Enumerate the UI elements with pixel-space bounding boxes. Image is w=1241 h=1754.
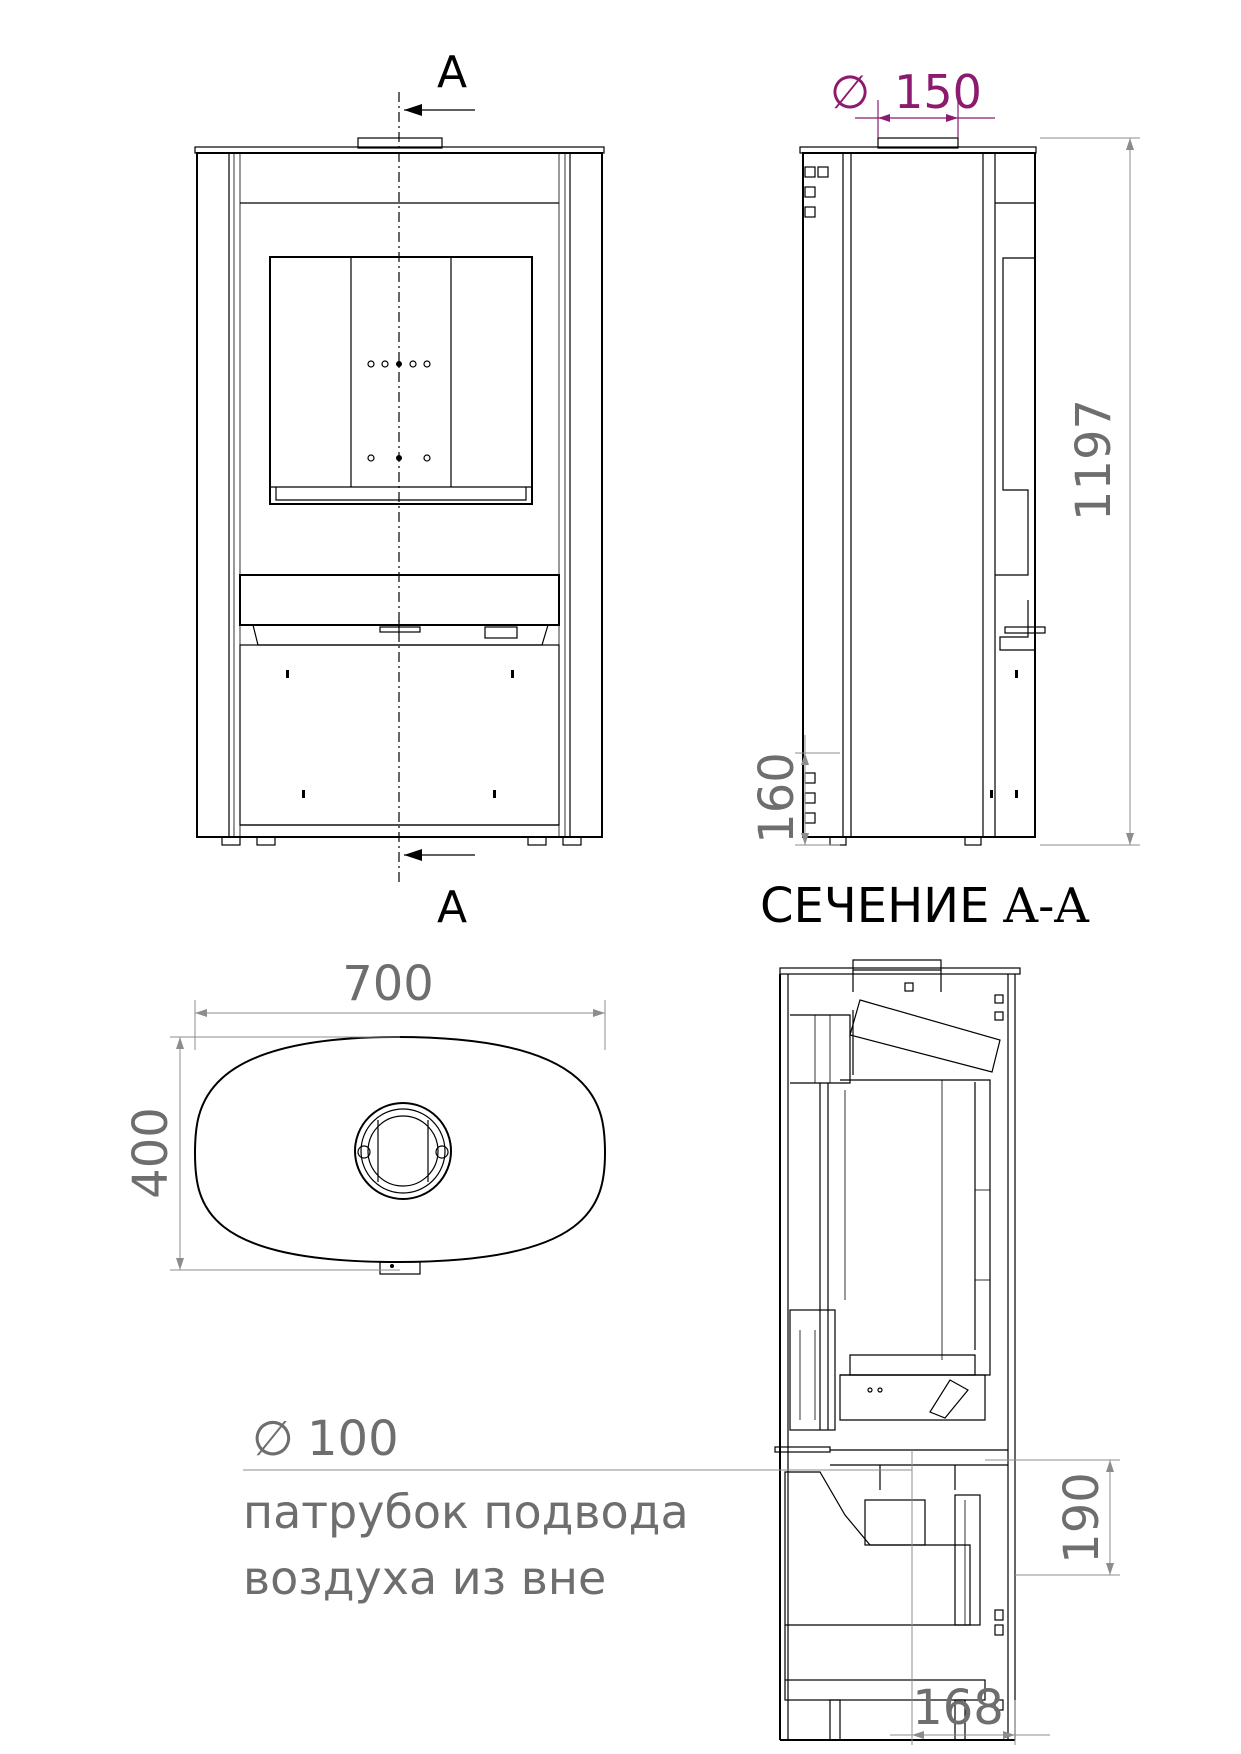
air-inlet-note-line1: патрубок подвода [243,1485,689,1539]
height-value: 1197 [1066,399,1122,521]
front-foot [527,836,547,846]
front-foot [256,836,276,846]
width-dimension [194,1000,606,1050]
front-door-glass [269,256,533,505]
side-body [802,152,1036,838]
air-inlet-height-value: 190 [1054,1472,1110,1564]
section-firebox [840,1079,991,1376]
front-foot [221,836,241,846]
leg-height-dimension [795,735,840,846]
side-foot [829,836,847,846]
air-inlet-offset-value: 168 [912,1680,1004,1736]
section-baffle [849,999,1001,1073]
top-view-air-inlet [379,1261,421,1275]
side-flue-collar [877,137,959,149]
front-foot [562,836,582,846]
side-view [799,137,1046,846]
air-inlet-note-line2: воздуха из вне [243,1551,606,1605]
section-flue-collar [852,959,942,971]
section-air-duct [784,1471,971,1626]
air-inlet-height-dimension [985,1459,1120,1576]
flue-diameter-dimension [855,100,995,138]
section-grate [849,1354,976,1376]
depth-value: 400 [123,1107,179,1199]
width-value: 700 [342,956,434,1012]
leg-height-value: 160 [749,752,805,844]
air-inlet-diameter-value: 100 [307,1411,399,1467]
flue-diameter-symbol: ∅ [830,65,870,119]
section-view [774,959,1021,1741]
side-foot [964,836,982,846]
height-dimension [1040,137,1140,846]
depth-dimension [170,1036,400,1271]
top-view-outline [193,1035,607,1264]
air-inlet-diameter-symbol: ∅ [252,1411,294,1467]
top-view [193,1035,607,1275]
air-inlet-offset-dimension [890,1450,1050,1745]
section-mark-top: A [437,47,467,98]
section-mark-bottom: A [437,882,467,933]
section-top-plate [779,967,1021,975]
flue-diameter-value: 150 [894,65,982,119]
top-view-flue-ring [354,1102,452,1200]
front-view [194,92,605,882]
front-flue-collar [357,137,443,149]
section-control-box [789,1309,836,1431]
